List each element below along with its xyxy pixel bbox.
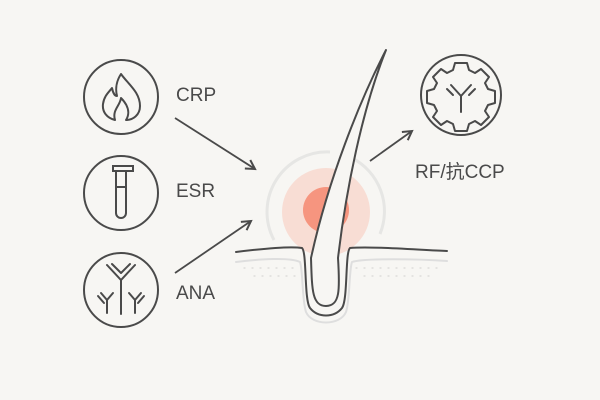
- arrow-rf: [369, 129, 414, 162]
- arrow-ana: [174, 219, 253, 274]
- antibodies-icon: [83, 252, 159, 328]
- marker-label-ana: ANA: [176, 283, 216, 304]
- target-label: RF/抗CCP: [415, 162, 505, 183]
- marker-label-esr: ESR: [176, 181, 216, 202]
- gear-antibody-icon: [420, 54, 502, 136]
- arrow-crp: [174, 117, 257, 171]
- test-tube-icon: [83, 155, 159, 231]
- marker-label-crp: CRP: [176, 85, 217, 106]
- hair-follicle: [235, 49, 448, 324]
- flame-icon: [83, 59, 159, 135]
